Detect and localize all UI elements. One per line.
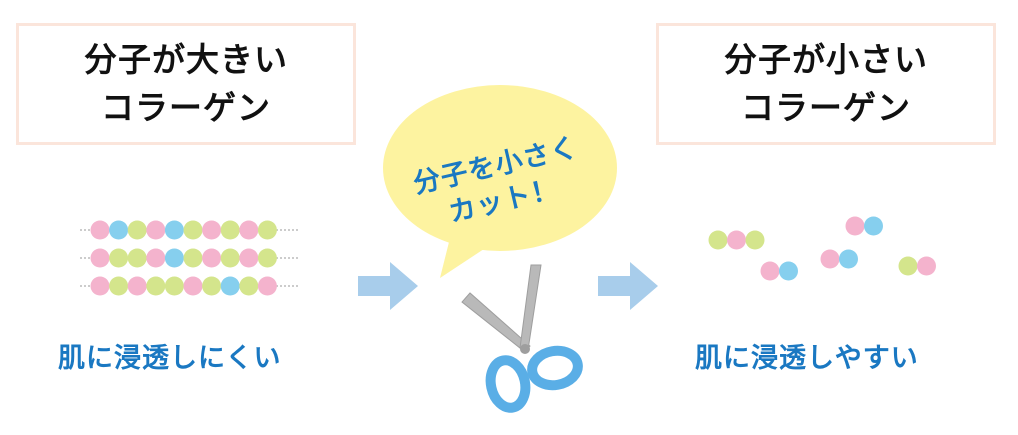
chain-bead [164,220,184,240]
chain-bead [127,276,147,296]
chain-bead [220,276,240,296]
chain-bead [109,248,129,268]
small-molecule-title-box: 分子が小さい コラーゲン [656,23,996,145]
small-molecule-title-line2: コラーゲン [741,88,911,127]
chain-bead [257,220,277,240]
chain-bead [164,276,184,296]
large-molecule-caption: 肌に浸透しにくい [58,343,282,374]
chain-bead [220,248,240,268]
small-molecule-title-line1: 分子が小さい [724,40,928,79]
fragment-bead [864,216,883,236]
chain-bead [164,248,184,268]
fragment-bead [845,216,865,236]
chain-bead [239,276,259,296]
chain-bead [202,276,222,296]
chain-bead [220,220,240,240]
fragment-bead [839,249,858,269]
speech-bubble-tail [440,230,490,278]
chain-bead [146,220,166,240]
chain-bead [90,220,110,240]
chain-bead [90,248,110,268]
fragment-bead [917,256,936,276]
fragment-bead [820,249,840,269]
chain-bead [109,276,129,296]
fragment-bead [745,230,765,250]
chain-bead [127,248,147,268]
small-molecule-fragments [708,216,936,281]
large-molecule-title-line2: コラーゲン [101,88,271,127]
speech-bubble-body [383,85,617,251]
small-molecule-caption: 肌に浸透しやすい [695,343,919,374]
chain-bead [146,276,166,296]
chain-bead [202,220,222,240]
chain-bead [183,220,203,240]
chain-bead [202,248,222,268]
chain-bead [183,276,203,296]
chain-bead [127,220,147,240]
large-molecule-chains [80,220,300,296]
large-molecule-title-line1: 分子が大きい [84,40,288,79]
scissors-icon [461,264,583,413]
fragment-bead [708,230,728,250]
fragment-bead [727,230,746,250]
chain-bead [239,220,259,240]
chain-bead [239,248,259,268]
fragment-bead [760,261,780,281]
chain-bead [257,276,277,296]
chain-bead [90,276,110,296]
speech-bubble [383,85,617,278]
fragment-bead [779,261,798,281]
large-molecule-title-box: 分子が大きい コラーゲン [16,23,356,145]
arrow-left-icon [358,262,418,310]
chain-bead [257,248,277,268]
arrow-right-icon [598,262,658,310]
chain-bead [146,248,166,268]
chain-bead [109,220,129,240]
chain-bead [183,248,203,268]
fragment-bead [898,256,918,276]
